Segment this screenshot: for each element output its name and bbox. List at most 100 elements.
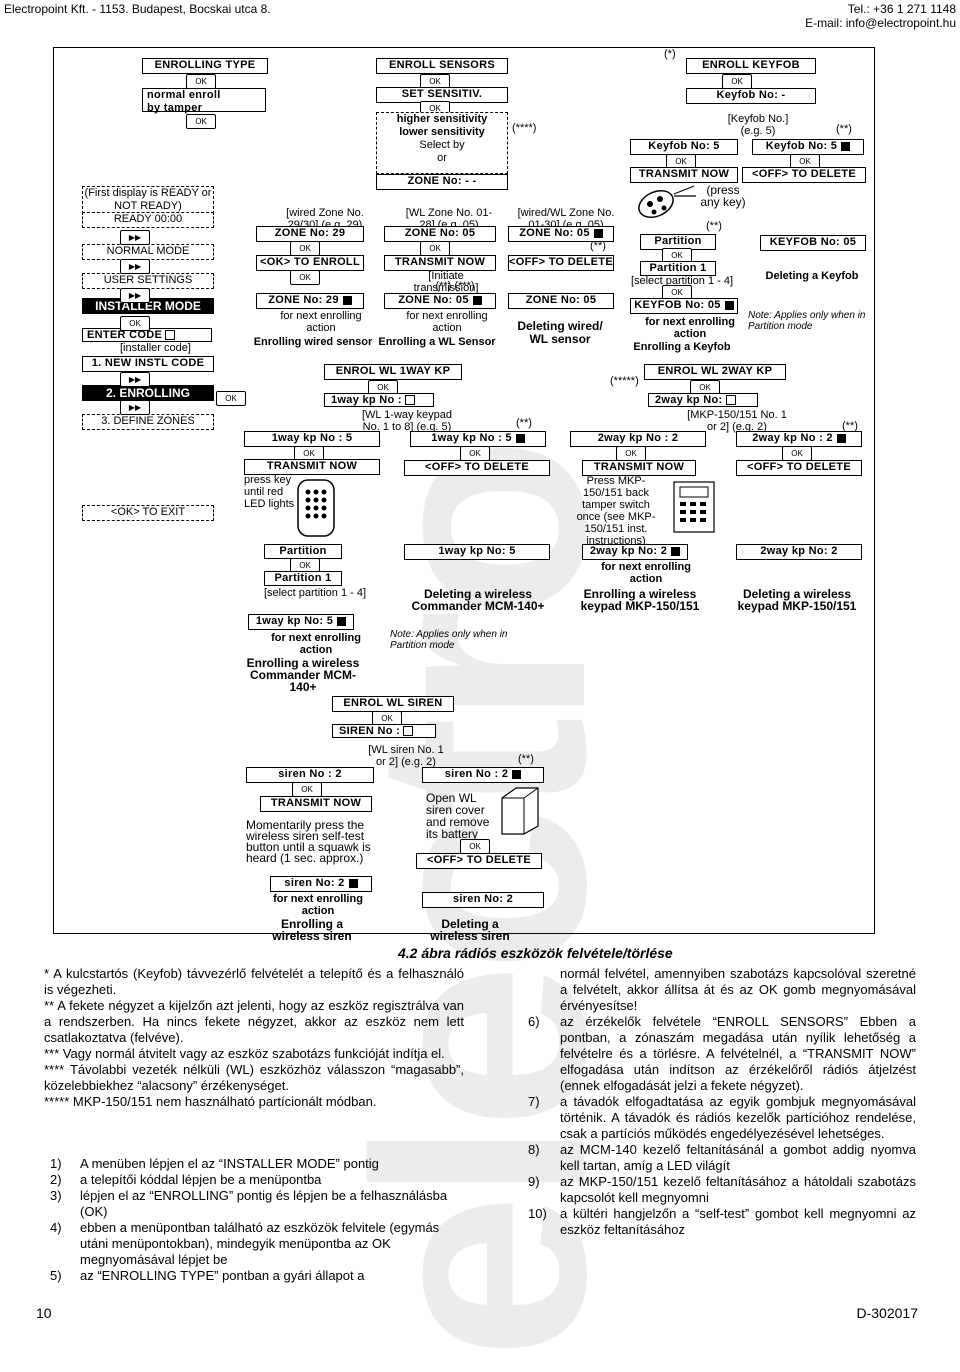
wl2way-kp2-deleted: 2way kp No: 2 [736, 544, 862, 560]
ok-button-icon: OK [460, 839, 490, 854]
enroll-sensors-title: ENROLL SENSORS [376, 58, 508, 74]
ok-button-icon: OK [616, 446, 646, 461]
menu-define-zones: 3. DEFINE ZONES [82, 414, 214, 430]
keyfob-5-b: Keyfob No: 5 [752, 139, 864, 155]
registered-square-icon [841, 141, 851, 151]
footnote: *** Vagy normál átvitelt vagy az eszköz … [44, 1046, 445, 1061]
wl-zone-no-enrolled: ZONE No: 05 [384, 293, 496, 309]
keyfob-remote-icon [638, 185, 696, 219]
siren-transmit-now: TRANSMIT NOW [260, 796, 372, 812]
registered-square-icon [836, 433, 846, 443]
enroll-keyfob-title: ENROLL KEYFOB [686, 58, 816, 74]
keyfob-hint: [Keyfob No.] (e.g. 5) [727, 113, 789, 137]
siren-no-2-enrolled: siren No: 2 [270, 876, 372, 892]
footnote: ***** MKP-150/151 nem használható partíc… [44, 1094, 377, 1109]
ok-button-icon: OK [120, 316, 150, 331]
ok-button-icon: OK [290, 270, 320, 285]
deleting-wired-wl-title: Deleting wired/ WL sensor [517, 319, 603, 346]
ok-button-icon: OK [294, 446, 324, 461]
deleting-siren-title: Deleting a wireless siren [430, 917, 510, 943]
wl2way-kp2-b: 2way kp No : 2 [736, 431, 862, 447]
document-code: D-302017 [856, 1305, 919, 1321]
off-to-delete: <OFF> TO DELETE [508, 255, 614, 271]
deleting-commander-title: Deleting a wireless Commander MCM-140+ [411, 587, 545, 613]
wl2way-hint: [MKP-150/151 No. 1 or 2] (e.g. 2) [687, 409, 787, 433]
wl2way-star5: (*****) [610, 375, 639, 387]
registered-square-icon [593, 228, 603, 238]
wired-next-action: for next enrolling action [280, 310, 362, 334]
step-item: 3)lépjen el az “ENROLLING” pontig és lép… [50, 1188, 448, 1219]
lower-sensitivity: lower sensitivity [399, 126, 485, 138]
empty-square-icon [725, 395, 736, 406]
enrolling-mkp-title: Enrolling a wireless keypad MKP-150/151 [580, 587, 700, 613]
next-button-icon: ▶▶ [120, 372, 150, 387]
first-display-note: (First display is READY or NOT READY) [82, 186, 214, 214]
ok-button-icon: OK [216, 391, 246, 406]
enrolling-keyfob-title: Enrolling a Keyfob [633, 341, 731, 353]
ok-to-enroll: <OK> TO ENROLL [256, 255, 364, 271]
ok-button-icon: OK [782, 446, 812, 461]
keyfob-partition-1: Partition 1 [640, 261, 716, 276]
wl1way-partition: Partition [264, 544, 342, 559]
commander-keypad-icon [297, 479, 335, 537]
wired-zone-no: ZONE No: 29 [256, 226, 364, 242]
step-item: 2)a telepítői kóddal lépjen be a menüpon… [50, 1172, 322, 1187]
enrolling-type-options: normal enroll by tamper [142, 88, 266, 114]
ok-button-icon: OK [722, 74, 752, 89]
enrolling-type-title: ENROLLING TYPE [142, 58, 268, 74]
registered-square-icon [342, 295, 352, 305]
registered-square-icon [724, 300, 734, 310]
menu-normal-mode: NORMAL MODE [82, 244, 214, 260]
ok-button-icon: OK [290, 241, 320, 256]
zone-no-prompt: ZONE No: - - [376, 174, 508, 190]
empty-square-icon [165, 330, 176, 341]
header-tel: Tel.: +36 1 271 1148 [847, 2, 956, 16]
wired-zone-no-enrolled: ZONE No: 29 [256, 293, 364, 309]
wl-next-action: for next enrolling action [406, 310, 488, 334]
option-by-tamper: by tamper [147, 102, 203, 114]
registered-square-icon [512, 769, 522, 779]
wl1way-hint: [WL 1-way keypad No. 1 to 8] (e.g. 5) [361, 409, 453, 433]
star4-note: (****) [512, 122, 537, 134]
wl-zone-no: ZONE No: 05 [384, 226, 496, 242]
registered-square-icon [348, 878, 358, 888]
keyfob-no-05-enrolled: KEYFOB No: 05 [630, 298, 738, 314]
figure-caption: 4.2 ábra rádiós eszközök felvétele/törlé… [398, 945, 673, 961]
wl1way-kp5-enrolled: 1way kp No: 5 [248, 614, 354, 630]
siren-open-cover: Open WL siren cover and remove its batte… [426, 791, 490, 841]
siren-no-prompt: SIREN No : [332, 724, 436, 738]
menu-ready: READY 00:00 [82, 212, 214, 228]
empty-square-icon [404, 395, 415, 406]
sensitivity-box: higher sensitivity lower sensitivity Sel… [376, 112, 508, 174]
wl1way-off-delete: <OFF> TO DELETE [404, 460, 550, 476]
enrolling-wl-sensor-title: Enrolling a WL Sensor [378, 336, 496, 348]
del-zone-no-deleted: ZONE No: 05 [508, 293, 614, 309]
wl1way-kp-no: 1way kp No : [324, 393, 434, 407]
wl1way-star: (**) [516, 417, 532, 429]
step-item: 10)a kültéri hangjelzőn a “self-test” go… [528, 1206, 916, 1237]
wl1way-kp5-deleted: 1way kp No: 5 [404, 544, 550, 560]
press-any-key: (press any key) [700, 183, 746, 209]
wl-stars: (**) (***) [435, 280, 475, 292]
wl2way-press-tamper: Press MKP-150/151 back tamper switch onc… [576, 475, 656, 547]
page-number: 10 [36, 1305, 52, 1321]
deleting-keyfob-title: Deleting a Keyfob [765, 270, 859, 282]
wl2way-next-action: for next enrolling action [601, 561, 691, 585]
ok-button-icon: OK [292, 782, 322, 797]
del-star: (**) [590, 240, 606, 252]
steps-left: 1)A menüben lépjen el az “INSTALLER MODE… [44, 1156, 464, 1284]
keyfob-transmit-now: TRANSMIT NOW [630, 167, 738, 183]
wl2way-star: (**) [842, 420, 858, 432]
registered-square-icon [671, 546, 681, 556]
step-item: 4)ebben a menüpontban található az eszkö… [50, 1220, 440, 1267]
step-item: 8)az MCM-140 kezelő feltanításánál a gom… [528, 1142, 916, 1173]
header-email: E-mail: info@electropoint.hu [805, 16, 956, 30]
menu-enrolling: 2. ENROLLING [82, 385, 214, 401]
keyfob-select-partition: [select partition 1 - 4] [630, 275, 734, 287]
ok-button-icon: OK [420, 241, 450, 256]
wl2way-kp2-enrolled: 2way kp No: 2 [582, 544, 688, 560]
next-button-icon: ▶▶ [120, 288, 150, 303]
keyfob-star3: (**) [706, 220, 722, 232]
registered-square-icon [515, 433, 525, 443]
next-button-icon: ▶▶ [120, 259, 150, 274]
